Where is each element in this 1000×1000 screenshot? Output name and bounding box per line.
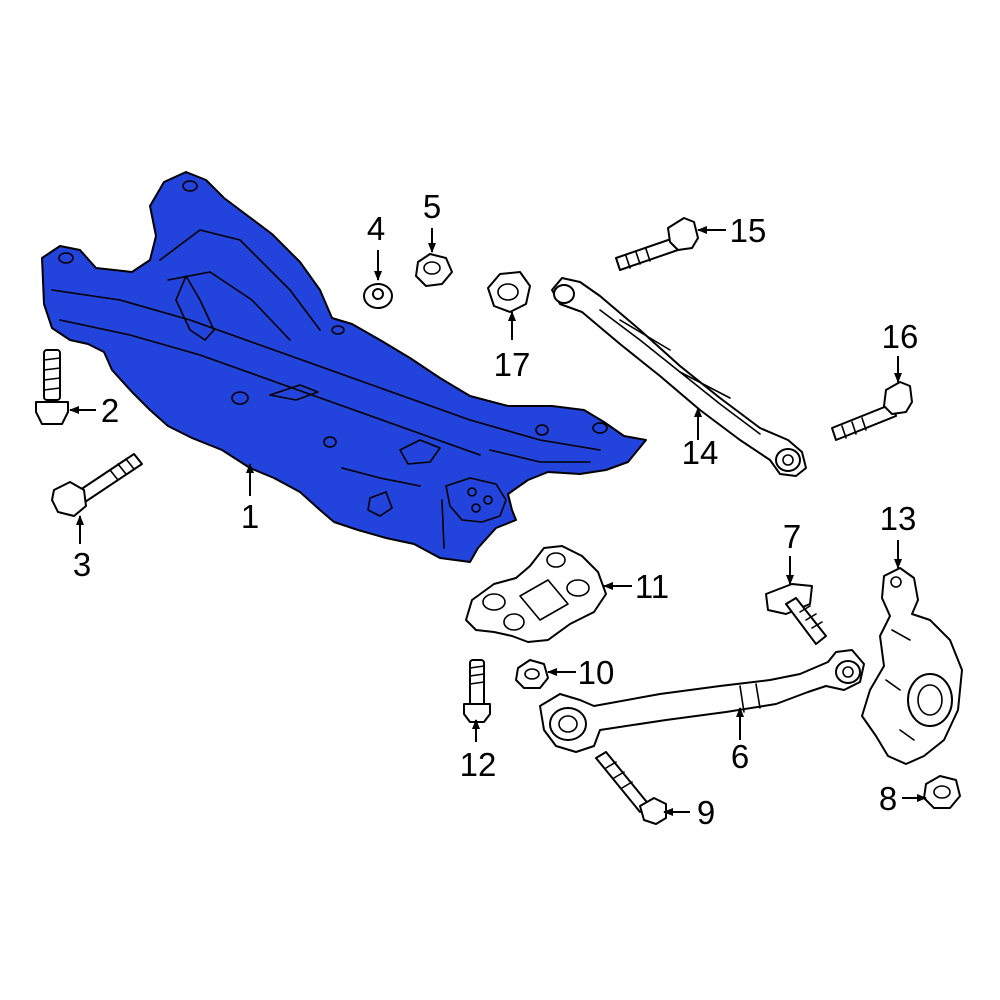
knuckle-13-part[interactable] [861,567,963,765]
bolt-15-part[interactable] [615,217,699,271]
bolt-3-part[interactable] [51,453,143,517]
nut-5-part[interactable] [415,253,453,287]
bolt-16-part[interactable] [831,381,913,441]
callout-16: 16 [882,318,919,355]
nut-17-part[interactable] [487,271,531,313]
washer-4-part[interactable] [363,283,393,309]
callout-lines [69,226,927,816]
callout-17: 17 [494,346,531,383]
nut-8-part[interactable] [923,775,961,809]
bracket-11-part[interactable] [465,545,607,643]
callout-12: 12 [460,746,497,783]
cam-bolt-7-part[interactable] [765,583,827,645]
bolt-12-part[interactable] [463,659,491,723]
callout-15: 15 [730,212,767,249]
bolt-2-part[interactable] [35,349,69,425]
callout-4: 4 [367,210,385,247]
callout-10: 10 [578,654,615,691]
subframe-part[interactable] [41,171,647,563]
callout-9: 9 [697,794,715,831]
bolt-9-part[interactable] [595,751,667,825]
trailing-arm-14-part[interactable] [551,277,807,477]
callout-2: 2 [101,392,119,429]
callout-6: 6 [731,738,749,775]
callout-labels: 1 2 3 4 5 6 7 8 9 10 11 12 13 14 15 16 1… [73,188,919,831]
nut-10-part[interactable] [515,659,549,689]
lower-control-arm-6-part[interactable] [539,649,865,753]
callout-11: 11 [635,568,669,605]
callout-3: 3 [73,546,91,583]
callout-13: 13 [880,500,917,537]
callout-8: 8 [879,780,897,817]
callout-14: 14 [682,434,719,471]
callout-5: 5 [423,188,441,225]
callout-7: 7 [783,518,801,555]
callout-1: 1 [241,498,259,535]
